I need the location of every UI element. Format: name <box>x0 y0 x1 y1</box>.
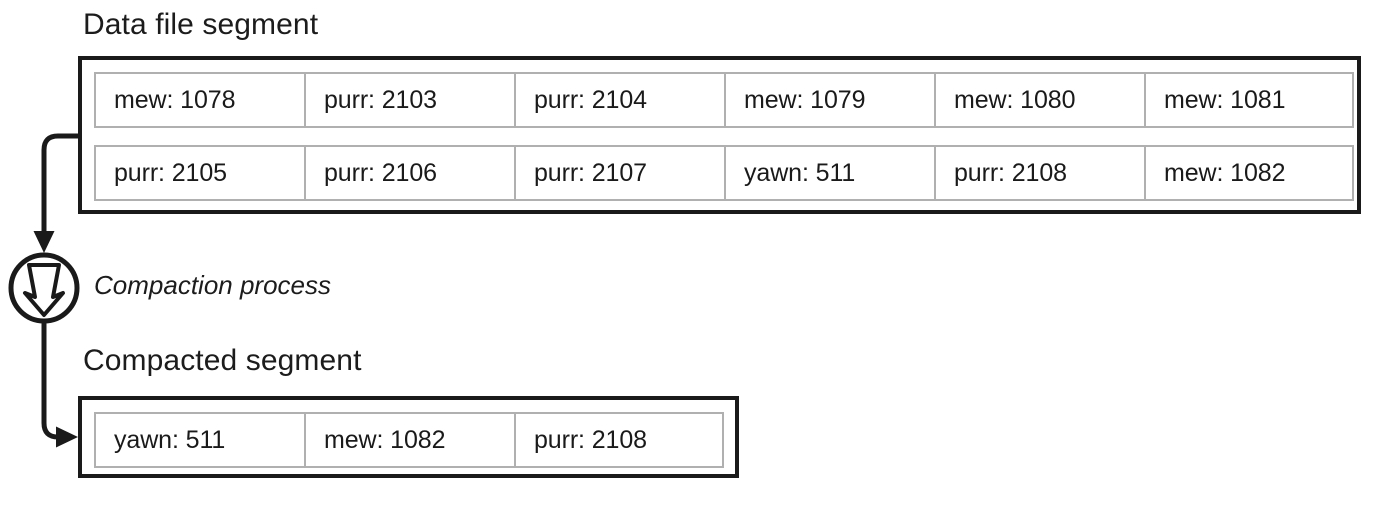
segment-cell: purr: 2108 <box>514 412 724 468</box>
segment-cell: purr: 2105 <box>94 145 304 201</box>
compaction-process-label: Compaction process <box>94 270 331 300</box>
arrow-compaction-to-compacted <box>41 321 78 448</box>
segment-cell: yawn: 511 <box>94 412 304 468</box>
segment-cell: mew: 1080 <box>934 72 1144 128</box>
segment-cell: purr: 2103 <box>304 72 514 128</box>
segment-cell: purr: 2107 <box>514 145 724 201</box>
segment-cell: mew: 1081 <box>1144 72 1354 128</box>
segment-cell: yawn: 511 <box>724 145 934 201</box>
compaction-down-arrow-icon <box>8 252 80 324</box>
compacted-segment-title: Compacted segment <box>83 344 362 377</box>
segment-cell: mew: 1078 <box>94 72 304 128</box>
segment-cell: purr: 2104 <box>514 72 724 128</box>
segment-cell: purr: 2106 <box>304 145 514 201</box>
data-file-segment-title: Data file segment <box>83 8 319 41</box>
segment-cell: mew: 1079 <box>724 72 934 128</box>
segment-cell: mew: 1082 <box>304 412 514 468</box>
arrow-segment-to-compaction <box>33 133 78 253</box>
segment-cell: purr: 2108 <box>934 145 1144 201</box>
segment-cell: mew: 1082 <box>1144 145 1354 201</box>
